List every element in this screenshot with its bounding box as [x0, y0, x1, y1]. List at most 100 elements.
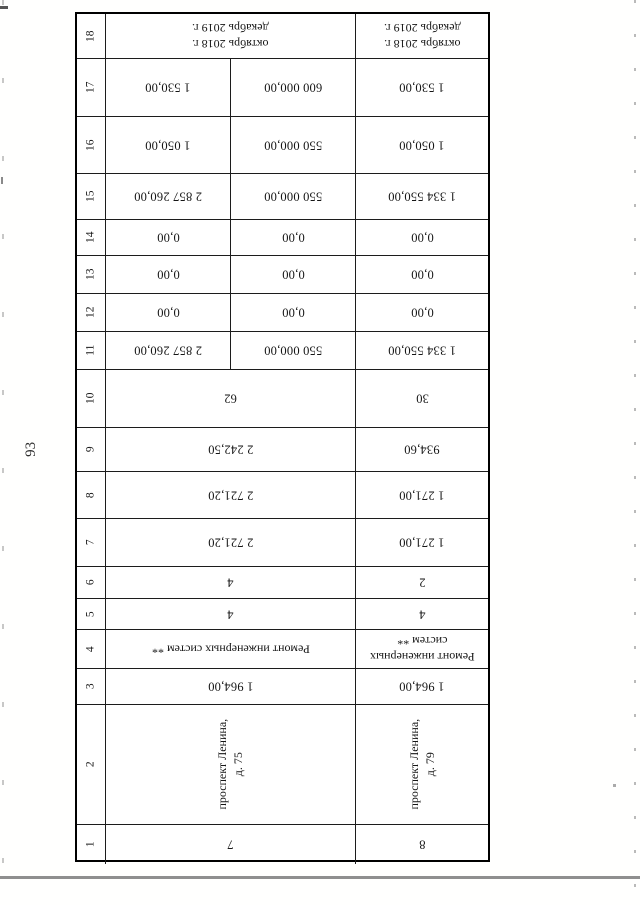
column-number-cell: 4: [77, 630, 106, 668]
column-number: 17: [84, 81, 97, 94]
table-cell-address-row7: проспект Ленина, д. 75: [106, 705, 356, 824]
column-number-cell: 12: [77, 294, 106, 331]
table-row-col11: 11 2 857 260,00 550 000,00 1 334 550,00: [77, 332, 488, 370]
column-number-cell: 1: [77, 825, 106, 864]
table-row-col14: 14 0,00 0,00 0,00: [77, 220, 488, 256]
page-number: 93: [18, 434, 44, 464]
table-cell: 0,00: [410, 230, 434, 245]
table-cell: 2 721,20: [106, 472, 356, 518]
column-number-cell: 16: [77, 117, 106, 173]
column-number: 8: [84, 492, 97, 498]
table-cell-period-row8: октябрь 2018 г. декабрь 2019 г.: [383, 22, 461, 52]
table-cell: 0,00: [106, 220, 231, 255]
right-edge-dashes: [634, 0, 636, 905]
table-cell: 4: [418, 607, 426, 622]
column-number: 9: [84, 446, 97, 453]
table-cell: 1 050,00: [106, 117, 231, 173]
table-row-col9: 9 2 242,50 934,60: [77, 428, 488, 472]
column-number: 7: [84, 539, 97, 546]
scan-speck: [1, 177, 3, 184]
table-cell-work-row8: Ремонт инженерных систем **: [369, 635, 475, 665]
table-row-col2: 2 проспект Ленина, д. 75 проспект Ленина…: [77, 705, 488, 825]
column-number-cell: 3: [77, 669, 106, 704]
column-number: 2: [84, 761, 97, 768]
column-number-cell: 5: [77, 599, 106, 629]
table-cell-address-row8: проспект Ленина, д. 79: [406, 719, 437, 810]
column-number: 10: [84, 392, 97, 405]
table-row-col18: 18 октябрь 2018 г. декабрь 2019 г. октяб…: [77, 14, 488, 59]
table-cell: 550 000,00: [231, 174, 356, 219]
table-cell: 0,00: [231, 294, 356, 331]
table-row-col8: 8 2 721,20 1 271,00: [77, 472, 488, 519]
left-edge-dashes: [2, 0, 4, 905]
table-row-col13: 13 0,00 0,00 0,00: [77, 256, 488, 294]
table-cell-period-row7: октябрь 2018 г. декабрь 2019 г.: [106, 14, 356, 58]
table-cell: 550 000,00: [231, 332, 356, 369]
table-cell: 1 530,00: [399, 80, 445, 95]
page-number-text: 93: [22, 441, 39, 457]
table-row-col3: 3 1 964,00 1 964,00: [77, 669, 488, 705]
scan-speck: [0, 6, 8, 9]
column-number: 4: [84, 646, 97, 652]
table-cell: 62: [106, 370, 356, 427]
table-cell-work-row7: Ремонт инженерных систем **: [106, 630, 356, 668]
table-cell: 1 964,00: [399, 679, 445, 694]
table-cell: 550 000,00: [231, 117, 356, 173]
scan-speck: [613, 784, 616, 787]
table-cell-rownum-row8: 8: [418, 837, 426, 852]
column-number: 5: [84, 611, 97, 617]
table-cell: 1 271,00: [399, 488, 445, 503]
column-number: 13: [84, 268, 97, 281]
table-cell: 2 857 260,00: [106, 174, 231, 219]
column-number-cell: 8: [77, 472, 106, 518]
table-cell: 2: [418, 575, 426, 590]
table-cell: 0,00: [231, 256, 356, 293]
table-cell: 0,00: [410, 267, 434, 282]
table-row-col12: 12 0,00 0,00 0,00: [77, 294, 488, 332]
table-cell: 1 334 550,00: [387, 343, 457, 358]
column-number-cell: 11: [77, 332, 106, 369]
table-row-col4: 4 Ремонт инженерных систем ** Ремонт инж…: [77, 630, 488, 669]
table-row-col1: 1 7 8: [77, 825, 488, 864]
column-number-cell: 13: [77, 256, 106, 293]
scan-bottom-line: [0, 876, 640, 879]
column-number-cell: 2: [77, 705, 106, 824]
column-number: 11: [84, 344, 97, 357]
table-row-col17: 17 1 530,00 600 000,00 1 530,00: [77, 59, 488, 117]
table-cell: 0,00: [106, 294, 231, 331]
table-cell: 934,60: [404, 442, 440, 457]
column-number-cell: 9: [77, 428, 106, 471]
table-row-col7: 7 2 721,20 1 271,00: [77, 519, 488, 567]
column-number-cell: 18: [77, 14, 106, 58]
column-number: 1: [84, 841, 97, 848]
table-cell: 4: [106, 567, 356, 598]
table-cell: 2 721,20: [106, 519, 356, 566]
table-row-col16: 16 1 050,00 550 000,00 1 050,00: [77, 117, 488, 174]
column-number: 15: [84, 190, 97, 203]
table-cell: 1 334 550,00: [387, 189, 457, 204]
table-cell: 0,00: [410, 305, 434, 320]
column-number-cell: 10: [77, 370, 106, 427]
column-number: 12: [84, 306, 97, 319]
column-number: 16: [84, 139, 97, 151]
table-cell: 2 242,50: [106, 428, 356, 471]
table-cell: 30: [415, 391, 429, 406]
table-cell: 4: [106, 599, 356, 629]
column-number: 18: [84, 30, 97, 42]
column-number-cell: 6: [77, 567, 106, 598]
table-cell: 1 964,00: [106, 669, 356, 704]
rotated-data-table: 18 октябрь 2018 г. декабрь 2019 г. октяб…: [75, 12, 490, 864]
table-cell: 1 050,00: [399, 138, 445, 153]
column-number-cell: 17: [77, 59, 106, 116]
table-cell-rownum-row7: 7: [106, 825, 356, 864]
table-row-col15: 15 2 857 260,00 550 000,00 1 334 550,00: [77, 174, 488, 220]
table-cell: 2 857 260,00: [106, 332, 231, 369]
table-cell: 1 271,00: [399, 535, 445, 550]
column-number: 14: [84, 231, 97, 244]
table-row-col10: 10 62 30: [77, 370, 488, 428]
table-cell: 600 000,00: [231, 59, 356, 116]
table-cell: 0,00: [106, 256, 231, 293]
column-number: 6: [84, 579, 97, 586]
table-cell: 0,00: [231, 220, 356, 255]
